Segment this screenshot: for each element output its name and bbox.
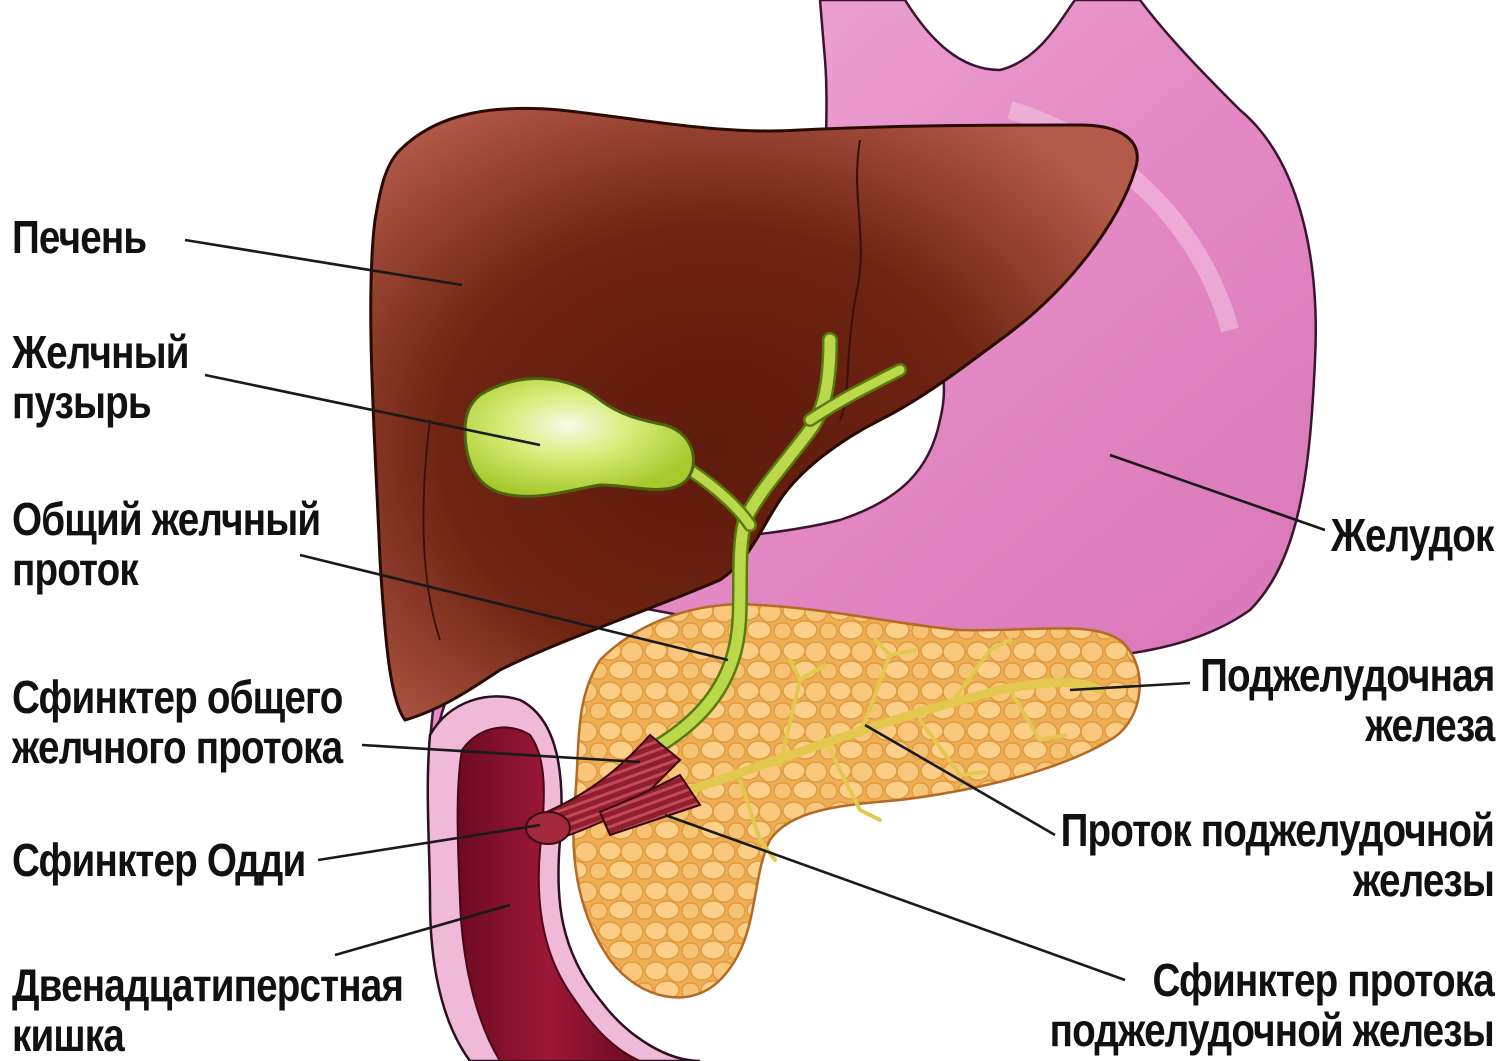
label-oddi-sphincter-line1: Сфинктер Одди (12, 835, 305, 885)
label-duodenum-line2: кишка (12, 1010, 403, 1060)
label-duodenum: Двенадцатиперстная кишка (12, 960, 403, 1060)
label-cbd-sphincter: Сфинктер общего желчного протока (12, 672, 343, 772)
label-pancreatic-duct-line1: Проток поджелудочной (1060, 805, 1494, 855)
label-pancreatic-duct-sphincter: Сфинктер протока поджелудочной железы (1050, 955, 1494, 1055)
label-gallbladder-line1: Желчный (12, 327, 189, 377)
label-liver: Печень (12, 212, 146, 262)
label-cbd-sphincter-line2: желчного протока (12, 722, 343, 772)
label-pancreas: Поджелудочная железа (1200, 650, 1494, 750)
label-stomach-line1: Желудок (1331, 510, 1494, 560)
label-pancreas-line2: железа (1200, 700, 1494, 750)
label-pancreatic-duct-sphincter-line1: Сфинктер протока (1050, 955, 1494, 1005)
label-gallbladder: Желчный пузырь (12, 327, 189, 427)
label-pancreatic-duct-sphincter-line2: поджелудочной железы (1050, 1005, 1494, 1055)
label-common-bile-duct: Общий желчный проток (12, 494, 320, 594)
label-pancreatic-duct: Проток поджелудочной железы (1060, 805, 1494, 905)
label-duodenum-line1: Двенадцатиперстная (12, 960, 403, 1010)
label-cbd-sphincter-line1: Сфинктер общего (12, 672, 343, 722)
label-common-bile-duct-line2: проток (12, 544, 320, 594)
label-common-bile-duct-line1: Общий желчный (12, 494, 320, 544)
label-gallbladder-line2: пузырь (12, 377, 189, 427)
label-pancreatic-duct-line2: железы (1060, 855, 1494, 905)
label-pancreas-line1: Поджелудочная (1200, 650, 1494, 700)
label-stomach: Желудок (1331, 510, 1494, 560)
label-liver-line1: Печень (12, 212, 146, 262)
label-oddi-sphincter: Сфинктер Одди (12, 835, 305, 885)
